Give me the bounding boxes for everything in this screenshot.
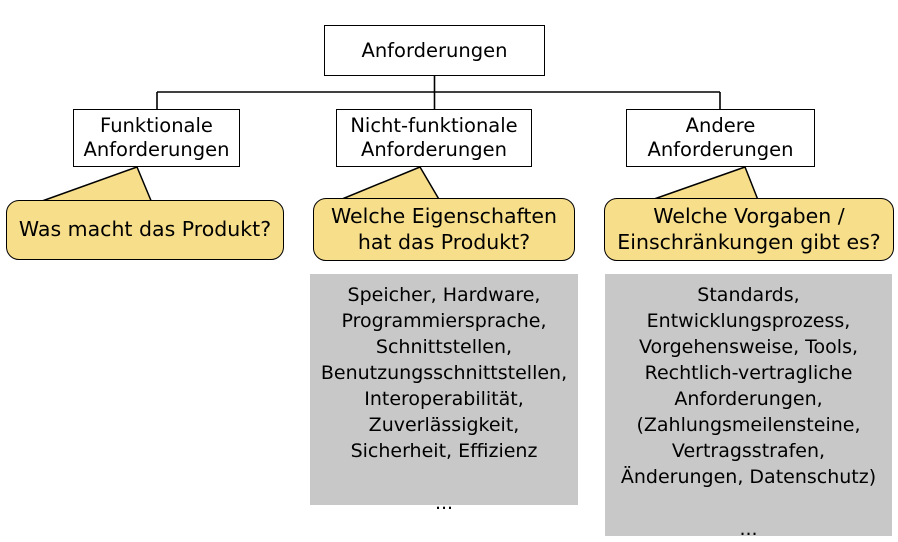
callout-andere-anforderungen: Welche Vorgaben / Einschränkungen gibt e… [604, 198, 894, 261]
node-nicht-funktionale-anforderungen[interactable]: Nicht-funktionale Anforderungen [336, 109, 532, 167]
callout-funktionale-anforderungen: Was macht das Produkt? [6, 200, 284, 260]
node-andere-anforderungen[interactable]: Andere Anforderungen [626, 109, 815, 167]
node-anforderungen-root[interactable]: Anforderungen [324, 25, 545, 76]
detail-list-andere-anforderungen: Standards, Entwicklungsprozess, Vorgehen… [605, 274, 892, 540]
node-funktionale-anforderungen[interactable]: Funktionale Anforderungen [73, 109, 240, 167]
callout-nicht-funktionale-anforderungen: Welche Eigenschaften hat das Produkt? [313, 198, 575, 261]
detail-list-nicht-funktionale-anforderungen: Speicher, Hardware, Programmiersprache, … [310, 274, 578, 514]
